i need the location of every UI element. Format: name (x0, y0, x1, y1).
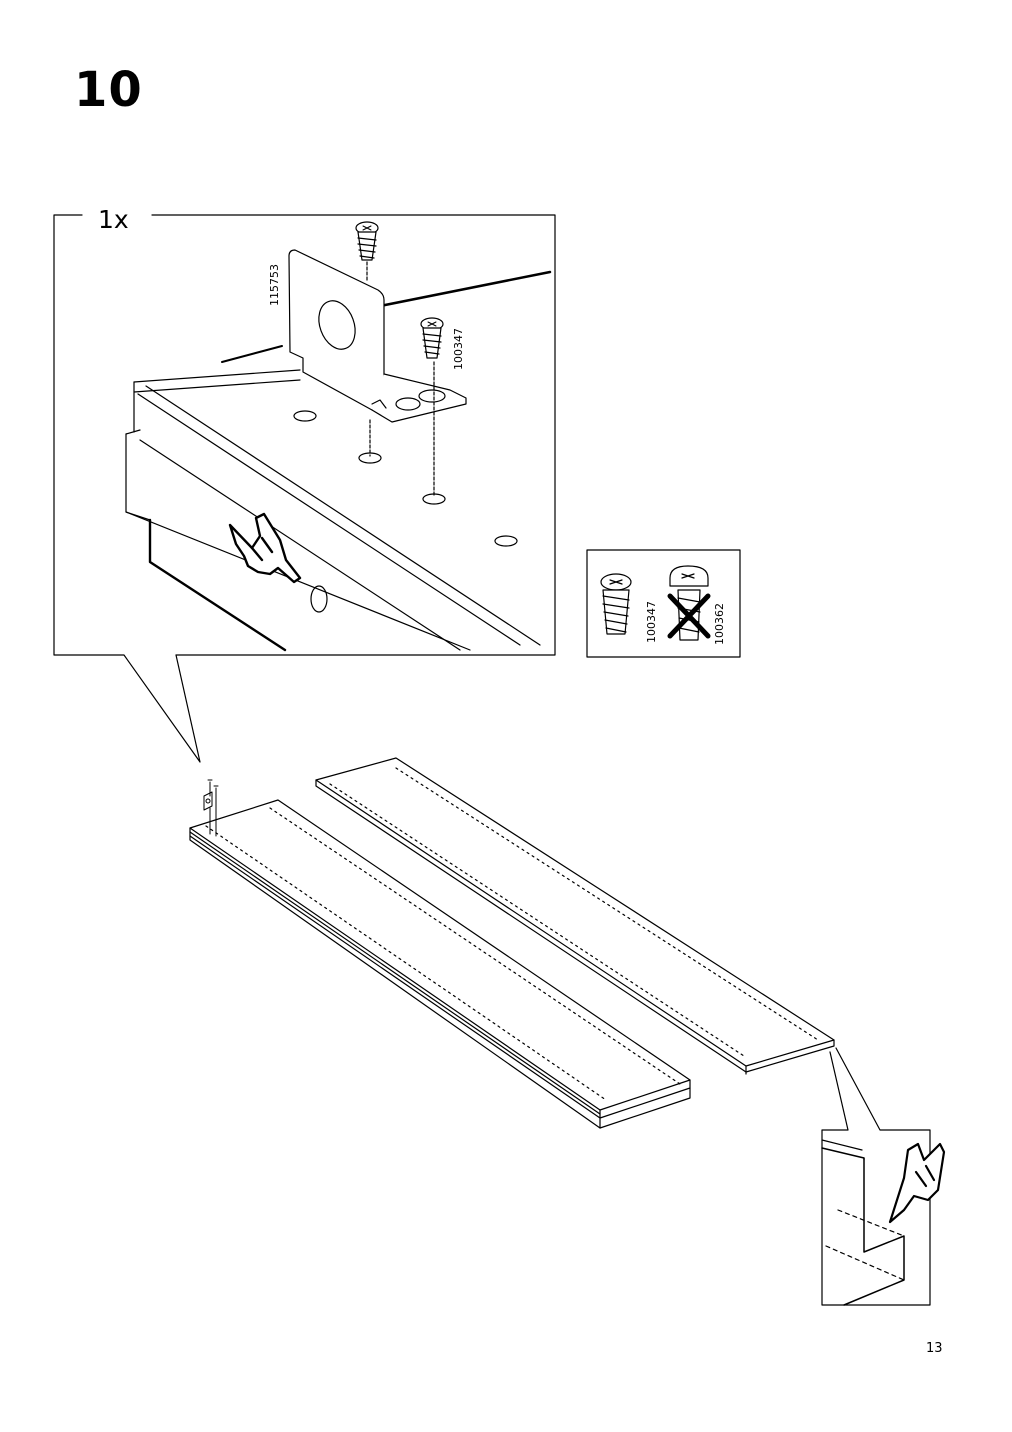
step-number: 10 (74, 62, 143, 118)
small-bracket-icon (203, 779, 219, 837)
correct-screw-icon (600, 573, 632, 635)
hand-icon (228, 512, 302, 584)
page-number: 13 (926, 1341, 943, 1356)
correct-screw-part-number: 100347 (645, 601, 658, 643)
hand-icon (888, 1142, 946, 1224)
cross-icon (667, 593, 711, 639)
quantity-label: 1x (98, 205, 129, 234)
screw-icon (420, 317, 444, 359)
detail-callout-frame (53, 214, 556, 763)
detail-illustration (125, 221, 552, 652)
bracket-part-number: 115753 (268, 264, 281, 306)
screw-part-number: 100347 (452, 328, 465, 370)
screw-icon (355, 221, 379, 261)
right-panel (315, 757, 835, 1075)
screw-comparison-box (586, 549, 741, 658)
corner-detail-callout (821, 1047, 946, 1306)
left-panel (189, 799, 691, 1129)
wrong-screw-part-number: 100362 (713, 603, 726, 645)
